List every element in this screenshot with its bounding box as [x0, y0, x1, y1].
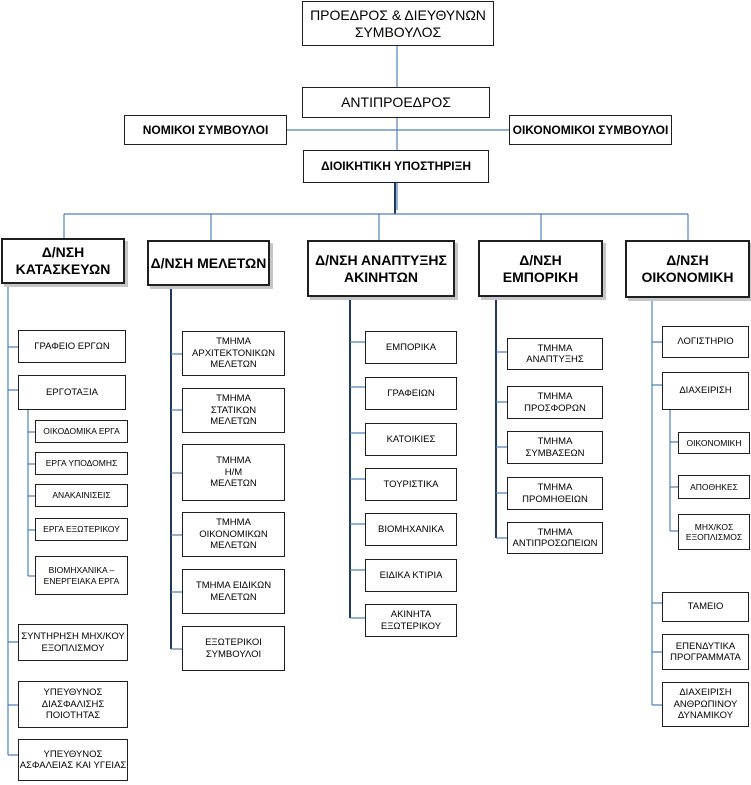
node-industrial-properties: ΒΙΟΜΗΧΑΝΙΚΑ [365, 513, 457, 546]
node-tourist-properties: ΤΟΥΡΙΣΤΙΚΑ [365, 468, 457, 501]
connector-line [670, 441, 678, 532]
node-special-buildings: ΕΙΔΙΚΑ ΚΤΙΡΙΑ [365, 559, 457, 592]
node-external-advisors: ΕΞΩΤΕΡΙΚΟΙ ΣΥΜΒΟΥΛΟΙ [182, 626, 285, 671]
node-financial-management: ΟΙΚΟΝΟΜΙΚΗ [678, 432, 750, 454]
node-chairman: ΠΡΟΕΔΡΟΣ & ΔΙΕΥΘΥΝΩΝ ΣΥΜΒΟΥΛΟΣ [302, 1, 494, 46]
node-foreign-works: ΕΡΓΑ ΕΞΩΤΕΡΙΚΟΥ [35, 518, 128, 541]
node-mechanical-equipment: ΜΗΧ/ΚΟΣ ΕΞΟΠΛΙΣΜΟΣ [678, 514, 750, 550]
node-construction-sites: ΕΡΓΟΤΑΞΙΑ [18, 375, 126, 410]
node-human-resources: ΔΙΑΧΕΙΡΙΣΗ ΑΝΘΡΩΠΙΝΟΥ ΔΥΝΑΜΙΚΟΥ [662, 682, 749, 727]
node-agencies-dept: ΤΜΗΜΑ ΑΝΤΙΠΡΟΣΩΠΕΙΩΝ [507, 522, 603, 554]
node-financial-studies: ΤΜΗΜΑ ΟΙΚΟΝΟΜΙΚΩΝ ΜΕΛΕΤΩΝ [182, 512, 285, 557]
connector-line [28, 431, 35, 577]
node-management: ΔΙΑΧΕΙΡΙΣΗ [662, 372, 749, 410]
connector-line [170, 285, 185, 649]
node-office-properties: ΓΡΑΦΕΙΩΝ [365, 377, 457, 410]
node-directorate-financial: Δ/ΝΣΗ ΟΙΚΟΝΟΜΙΚΗ [625, 240, 750, 298]
node-infrastructure-works: ΕΡΓΑ ΥΠΟΔΟΜΗΣ [35, 452, 128, 475]
node-renovations: ΑΝΑΚΑΙΝΙΣΕΙΣ [35, 484, 128, 507]
node-financial-advisors: ΟΙΚΟΝΟΜΙΚΟΙ ΣΥΜΒΟΥΛΟΙ [509, 115, 672, 145]
node-industrial-energy-works: ΒΙΟΜΗΧΑΝΙΚΑ – ΕΝΕΡΓΕΙΑΚΑ ΕΡΓΑ [35, 556, 128, 595]
node-vice-chairman: ΑΝΤΙΠΡΟΕΔΡΟΣ [302, 87, 490, 118]
node-residential-properties: ΚΑΤΟΙΚΙΕΣ [365, 423, 457, 456]
connector-line [349, 296, 370, 618]
node-structural-studies: ΤΜΗΜΑ ΣΤΑΤΙΚΩΝ ΜΕΛΕΤΩΝ [182, 388, 285, 433]
connector-line [651, 297, 660, 705]
node-procurement-dept: ΤΜΗΜΑ ΠΡΟΜΗΘΕΙΩΝ [507, 477, 603, 510]
node-directorate-studies: Δ/ΝΣΗ ΜΕΛΕΤΩΝ [147, 240, 270, 286]
node-quality-assurance: ΥΠΕΥΘΥΝΟΣ ΔΙΑΣΦΑΛΙΣΗΣ ΠΟΙΟΤΗΤΑΣ [18, 681, 128, 728]
node-equipment-maintenance: ΣΥΝΤΗΡΗΣΗ ΜΗΧ/ΚΟΥ ΕΞΟΠΛΙΣΜΟΥ [18, 624, 128, 661]
node-warehouses: ΑΠΟΘΗΚΕΣ [678, 475, 750, 499]
node-health-safety: ΥΠΕΥΘΥΝΟΣ ΑΣΦΑΛΕΙΑΣ ΚΑΙ ΥΓΕΙΑΣ [18, 739, 128, 781]
connector-line [171, 353, 182, 650]
node-commercial-properties: ΕΜΠΟΡΙΚΑ [365, 331, 457, 364]
node-works-office: ΓΡΑΦΕΙΟ ΕΡΓΩΝ [18, 330, 126, 363]
connector-line [8, 346, 18, 756]
node-architectural-studies: ΤΜΗΜΑ ΑΡΧΙΤΕΚΤΟΝΙΚΩΝ ΜΕΛΕΤΩΝ [182, 331, 285, 376]
node-investment-programs: ΕΠΕΝΔΥΤΙΚΑ ΠΡΟΓΡΑΜΜΑΤΑ [662, 634, 749, 670]
connector-line [495, 296, 505, 538]
node-directorate-construction: Δ/ΝΣΗ ΚΑΤΑΣΚΕΥΩΝ [1, 238, 125, 284]
node-accounting: ΛΟΓΙΣΤΗΡΙΟ [662, 326, 749, 358]
node-development-dept: ΤΜΗΜΑ ΑΝΑΠΤΥΞΗΣ [507, 338, 603, 370]
connector-line [652, 341, 662, 706]
node-admin-support: ΔΙΟΙΚΗΤΙΚΗ ΥΠΟΣΤΗΡΙΞΗ [303, 150, 489, 183]
connector-line [496, 351, 507, 539]
connector-line [350, 341, 365, 619]
node-foreign-properties: ΑΚΙΝΗΤΑ ΕΞΩΤΕΡΙΚΟΥ [365, 604, 457, 637]
node-offers-dept: ΤΜΗΜΑ ΠΡΟΣΦΟΡΩΝ [507, 386, 603, 419]
node-em-studies: ΤΜΗΜΑ Η/Μ ΜΕΛΕΤΩΝ [182, 444, 285, 501]
connector-line [7, 283, 45, 755]
node-treasury: ΤΑΜΕΙΟ [662, 592, 749, 622]
node-legal-advisors: ΝΟΜΙΚΟΙ ΣΥΜΒΟΥΛΟΙ [124, 115, 287, 145]
node-contracts-dept: ΤΜΗΜΑ ΣΥΜΒΑΣΕΩΝ [507, 431, 603, 464]
node-directorate-commercial: Δ/ΝΣΗ ΕΜΠΟΡΙΚΗ [478, 240, 603, 297]
node-special-studies: ΤΜΗΜΑ ΕΙΔΙΚΩΝ ΜΕΛΕΤΩΝ [182, 569, 285, 614]
node-directorate-real-estate: Δ/ΝΣΗ ΑΝΑΠΤΥΞΗΣ ΑΚΙΝΗΤΩΝ [307, 240, 455, 297]
node-building-works: ΟΙΚΟΔΟΜΙΚΑ ΕΡΓΑ [35, 420, 128, 443]
